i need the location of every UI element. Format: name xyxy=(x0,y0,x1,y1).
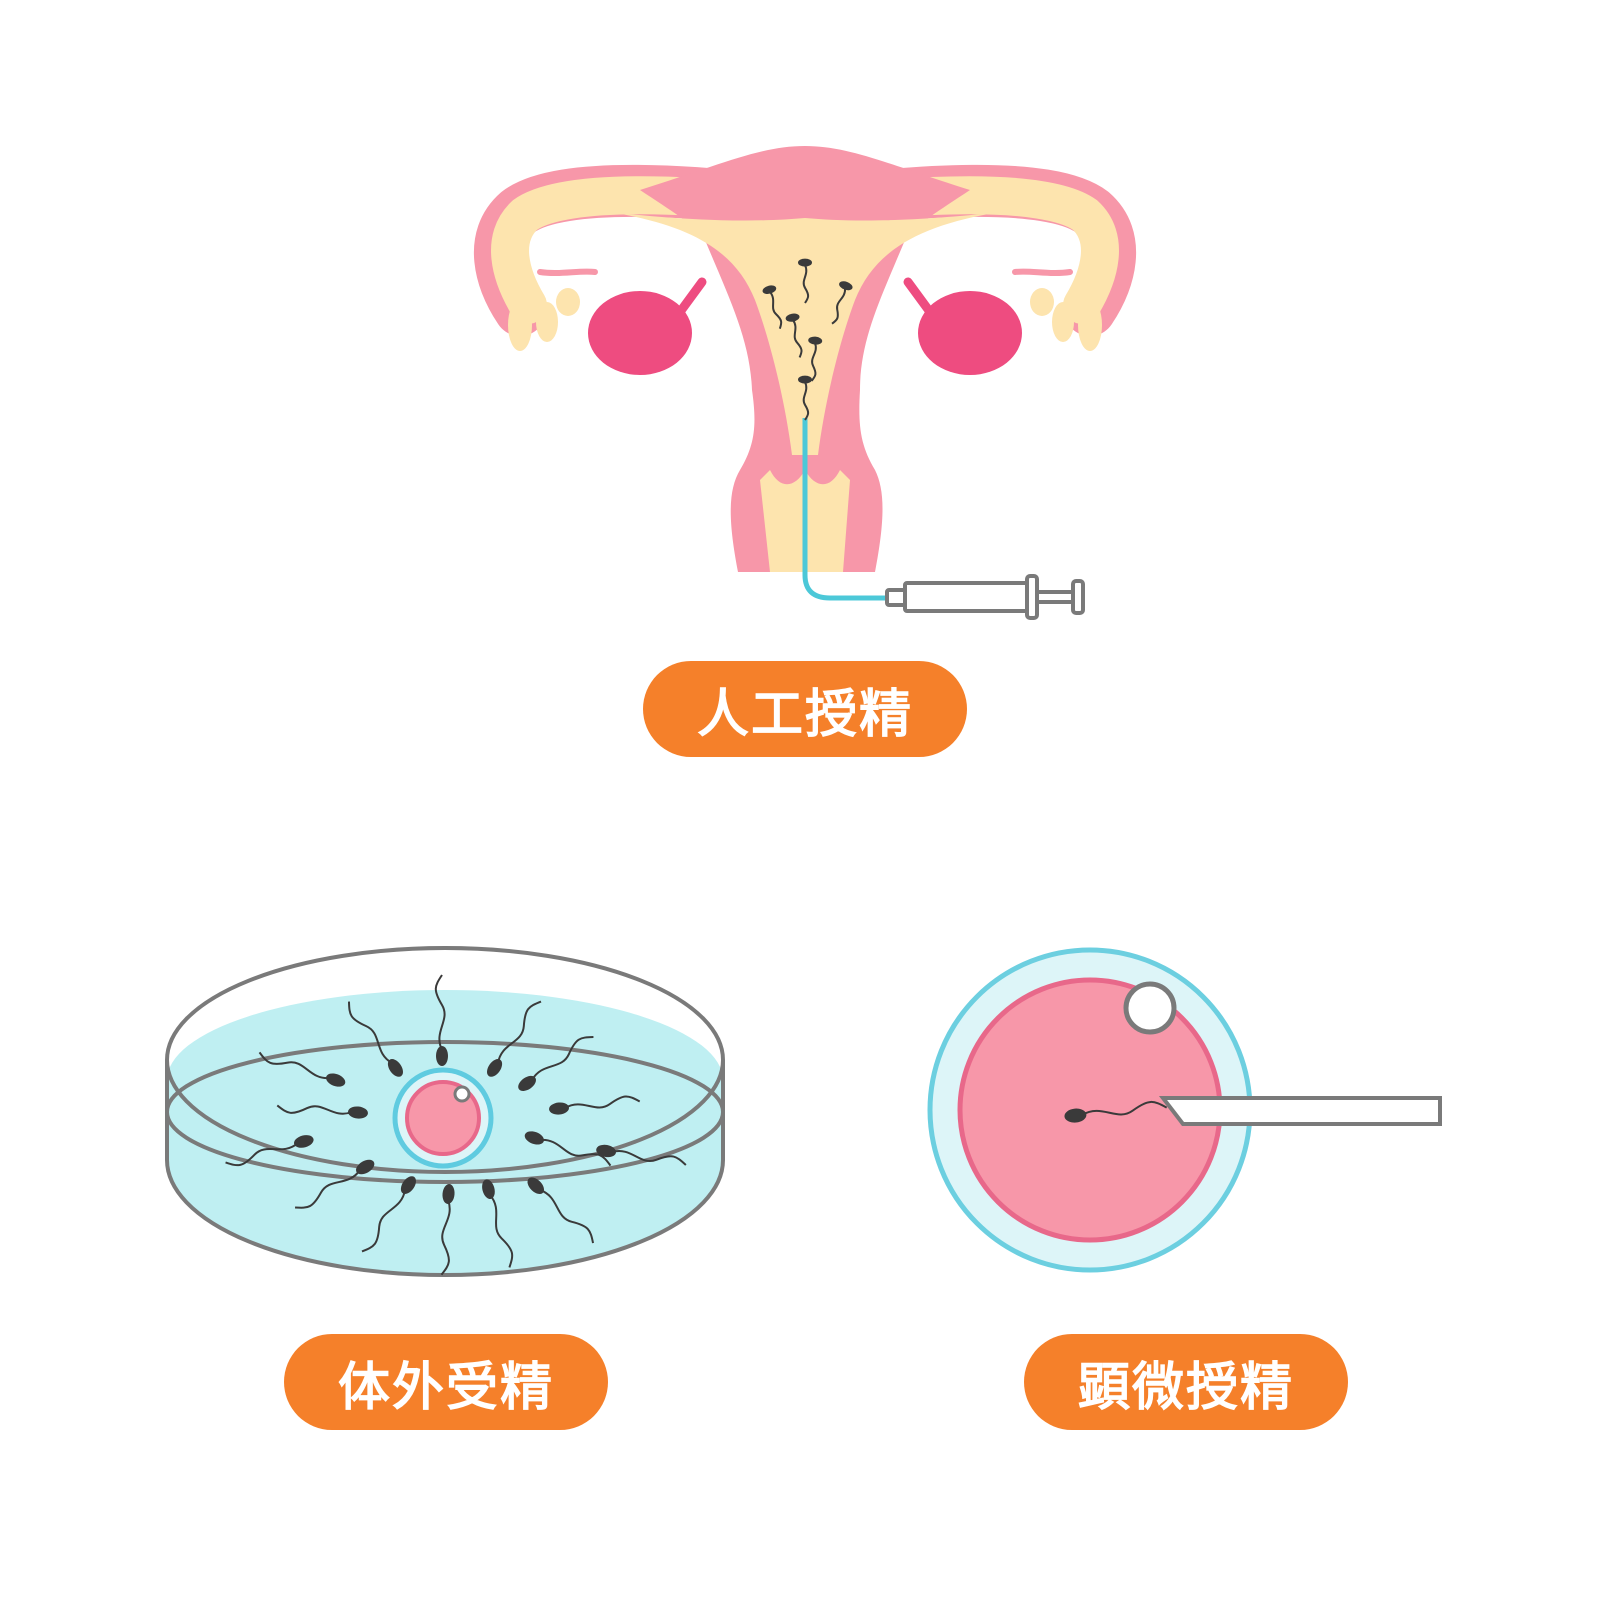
label-artificial-insemination: 人工授精 xyxy=(643,661,967,757)
polar-body xyxy=(1123,981,1177,1035)
sperm-icon xyxy=(527,1177,595,1244)
sperm-icon xyxy=(549,1095,641,1115)
sperm-icon xyxy=(294,1159,375,1209)
sperm-icon xyxy=(798,375,812,421)
sperm-icon xyxy=(482,1179,514,1268)
egg-cell-illustration xyxy=(392,1067,494,1169)
sperm-icon xyxy=(798,258,812,304)
sperm-icon xyxy=(361,1176,416,1253)
label-icsi: 顕微授精 xyxy=(1024,1334,1348,1430)
sperm-icon xyxy=(831,281,853,325)
label-ivf: 体外受精 xyxy=(284,1334,608,1430)
uterus-illustration xyxy=(473,146,1137,620)
petri-dish-illustration xyxy=(165,946,725,1277)
sperm-icon xyxy=(276,1104,368,1119)
sperm-icon xyxy=(440,1184,455,1276)
sperm-icon xyxy=(808,336,823,382)
micropipette-icon xyxy=(1158,1096,1442,1126)
sperm-icon xyxy=(596,1144,687,1166)
sperm-icon xyxy=(434,974,448,1066)
sperm-icon xyxy=(225,1135,314,1167)
sperm-icon xyxy=(785,313,803,358)
sperm-icon xyxy=(524,1131,612,1167)
sperm-icon xyxy=(1064,1100,1168,1123)
sperm-icon xyxy=(258,1051,346,1087)
left-ovary xyxy=(588,291,692,375)
sperm-icon xyxy=(487,1000,542,1077)
catheter xyxy=(802,418,890,601)
icsi-illustration xyxy=(927,947,1442,1273)
sperm-icon xyxy=(347,1001,403,1077)
sperm-icon xyxy=(518,1035,594,1091)
right-ovary xyxy=(918,291,1022,375)
syringe-icon xyxy=(885,574,1085,620)
sperm-icon xyxy=(762,285,783,330)
